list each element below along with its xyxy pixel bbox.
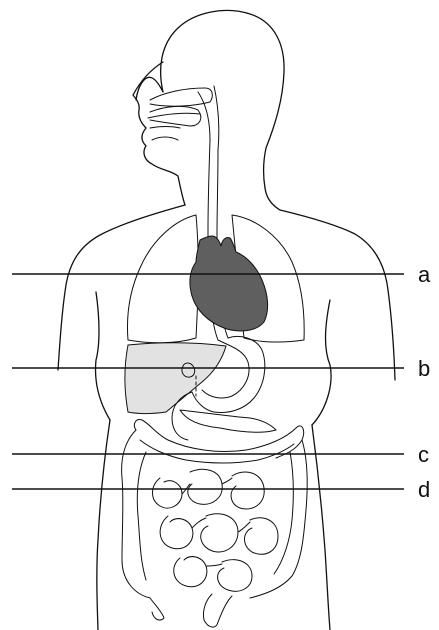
small-intestine-coil-4	[160, 516, 193, 549]
small-intestine-coil-1	[153, 478, 183, 508]
nasal-cavity	[150, 88, 212, 106]
right-arm-inner	[312, 300, 331, 425]
small-intestine-coil-2	[188, 469, 222, 504]
label-d: d	[418, 477, 430, 502]
left-lung	[128, 215, 199, 343]
descending-colon-outer	[250, 440, 307, 598]
ascending-colon-outer	[122, 430, 150, 598]
right-shoulder-outline	[280, 210, 395, 380]
descending-colon-inner	[274, 452, 293, 574]
heart	[190, 236, 268, 331]
mouth-cavity	[148, 113, 200, 140]
label-c: c	[418, 442, 429, 467]
small-intestine-coil-3	[231, 472, 264, 509]
right-flank	[312, 425, 330, 630]
small-intestine-coil-8	[218, 560, 252, 592]
small-intestine	[153, 469, 279, 591]
small-intestine-coil-7	[174, 557, 207, 587]
neck-outline	[265, 188, 280, 210]
appendix	[150, 598, 164, 620]
liver	[125, 343, 226, 414]
left-arm-inner	[96, 292, 110, 420]
small-intestine-loop-links	[182, 478, 250, 566]
head-outline	[136, 10, 284, 188]
label-a: a	[418, 262, 431, 287]
small-intestine-coil-5	[201, 514, 238, 552]
pancreas	[180, 410, 276, 432]
ascending-colon-inner	[137, 452, 146, 580]
face-profile	[133, 62, 185, 205]
label-b: b	[418, 356, 430, 381]
large-intestine	[122, 420, 308, 627]
left-flank	[97, 420, 110, 630]
rectum	[203, 594, 232, 627]
labels: a b c d	[418, 262, 431, 502]
small-intestine-coil-6	[245, 518, 279, 555]
